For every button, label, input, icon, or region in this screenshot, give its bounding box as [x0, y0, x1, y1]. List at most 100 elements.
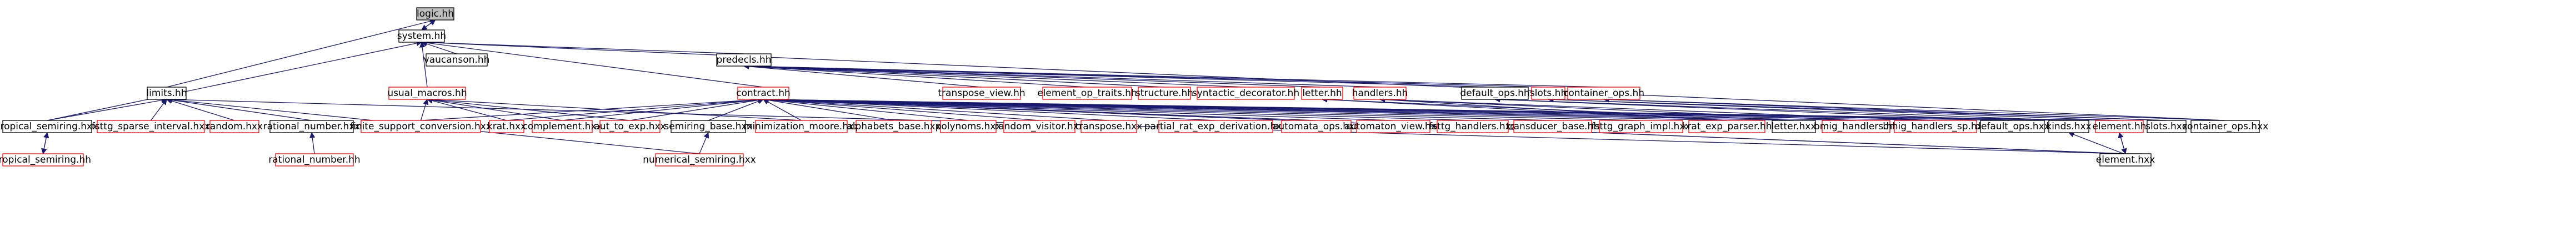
node-krat-exp-parser-hh[interactable]: krat_exp_parser.hh: [1682, 120, 1772, 133]
node-contract-hh[interactable]: contract.hh: [736, 87, 791, 100]
node-automata-ops-hxx[interactable]: automata_ops.hxx: [1273, 120, 1360, 133]
node-box[interactable]: [2095, 120, 2144, 133]
node-default-ops-hxx[interactable]: default_ops.hxx: [1975, 120, 2050, 133]
node-box[interactable]: [426, 53, 488, 67]
node-box[interactable]: [361, 120, 481, 133]
node-box[interactable]: [2, 153, 84, 167]
node-element-hh[interactable]: element.hh: [2092, 120, 2147, 133]
node-box[interactable]: [856, 120, 932, 133]
node-slots-hh[interactable]: slots.hh: [1530, 87, 1567, 100]
node-aut-to-exp-hxx[interactable]: aut_to_exp.hxx: [594, 120, 666, 133]
node-transpose-view-hh[interactable]: transpose_view.hh: [938, 87, 1026, 100]
node-box[interactable]: [942, 87, 1021, 100]
node-box[interactable]: [599, 120, 661, 133]
node-box[interactable]: [737, 87, 789, 100]
node-numerical-semiring-hxx[interactable]: numerical_semiring.hxx: [643, 153, 756, 167]
node-finite-support-conversion-hxx[interactable]: finite_support_conversion.hxx: [350, 120, 492, 133]
node-box[interactable]: [1356, 120, 1430, 133]
node-random-visitor-hxx[interactable]: random_visitor.hxx: [994, 120, 1084, 133]
node-minimization-moore-hxx[interactable]: minimization_moore.hxx: [743, 120, 859, 133]
node-box[interactable]: [1138, 87, 1191, 100]
node-fsttg-graph-impl-hxx[interactable]: fsttg_graph_impl.hxx: [1592, 120, 1691, 133]
node-letter-hxx[interactable]: letter.hxx: [1772, 120, 1817, 133]
node-box[interactable]: [1353, 87, 1407, 100]
node-box[interactable]: [1531, 87, 1565, 100]
node-box[interactable]: [1772, 120, 1816, 133]
node-box[interactable]: [147, 87, 187, 100]
node-alphabets-base-hxx[interactable]: alphabets_base.hxx: [847, 120, 941, 133]
node-predecls-hh[interactable]: predecls.hh: [716, 53, 772, 67]
node-limits-hh[interactable]: limits.hh: [146, 87, 187, 100]
node-container-ops-hh[interactable]: container_ops.hh: [1563, 87, 1644, 100]
node-box[interactable]: [1281, 120, 1352, 133]
node-rational-number-hxx[interactable]: rational_number.hxx: [263, 120, 361, 133]
node-handlers-hh[interactable]: handlers.hh: [1352, 87, 1408, 100]
node-element-hxx[interactable]: element.hxx: [2096, 153, 2155, 167]
node-box[interactable]: [489, 120, 524, 133]
node-kinds-hxx[interactable]: kinds.hxx: [2046, 120, 2092, 133]
node-box[interactable]: [2190, 120, 2260, 133]
node-box[interactable]: [1003, 120, 1076, 133]
node-system-hh[interactable]: system.hh: [397, 29, 446, 43]
node-box[interactable]: [2147, 120, 2187, 133]
node-transducer-base-hh[interactable]: transducer_base.hh: [1506, 120, 1599, 133]
node-bmig-handlers-hh[interactable]: bmig_handlers.hh: [1814, 120, 1898, 133]
node-box[interactable]: [2, 120, 92, 133]
node-box[interactable]: [388, 87, 466, 100]
node-partial-rat-exp-derivation-hxx[interactable]: partial_rat_exp_derivation.hxx: [1144, 120, 1288, 133]
node-box[interactable]: [97, 120, 205, 133]
node-box[interactable]: [1980, 120, 2045, 133]
node-slots-hxx[interactable]: slots.hxx: [2145, 120, 2188, 133]
node-box[interactable]: [398, 29, 445, 43]
node-element-op-traits-hh[interactable]: element_op_traits.hh: [1037, 87, 1137, 100]
node-box[interactable]: [275, 153, 354, 167]
node-syntactic-decorator-hh[interactable]: syntactic_decorator.hh: [1192, 87, 1299, 100]
node-box[interactable]: [1513, 120, 1592, 133]
node-box[interactable]: [1437, 120, 1509, 133]
node-letter-hh[interactable]: letter.hh: [1301, 87, 1343, 100]
node-box[interactable]: [2099, 153, 2152, 167]
node-box[interactable]: [940, 120, 997, 133]
node-default-ops-hh[interactable]: default_ops.hh: [1460, 87, 1530, 100]
node-box[interactable]: [1158, 120, 1273, 133]
node-logic-hh[interactable]: logic.hh: [416, 7, 454, 21]
node-automaton-view-hxx[interactable]: automaton_view.hxx: [1344, 120, 1442, 133]
node-box[interactable]: [416, 7, 454, 21]
node-fsttg-sparse-interval-hxx[interactable]: fsttg_sparse_interval.hxx: [92, 120, 210, 133]
node-random-hxx[interactable]: random.hxx: [206, 120, 263, 133]
node-box[interactable]: [716, 53, 772, 67]
node-transpose-hxx[interactable]: transpose.hxx: [1076, 120, 1143, 133]
node-box[interactable]: [1599, 120, 1683, 133]
node-box[interactable]: [2048, 120, 2089, 133]
node-rational-number-hh[interactable]: rational_number.hh: [268, 153, 361, 167]
node-box[interactable]: [655, 153, 744, 167]
node-box[interactable]: [1301, 87, 1343, 100]
node-krat-hxx[interactable]: krat.hxx: [487, 120, 526, 133]
node-box[interactable]: [209, 120, 259, 133]
node-box[interactable]: [1688, 120, 1765, 133]
node-box[interactable]: [1567, 87, 1640, 100]
node-box[interactable]: [1081, 120, 1137, 133]
node-semiring-base-hxx[interactable]: semiring_base.hxx: [664, 120, 753, 133]
node-vaucanson-hh[interactable]: vaucanson.hh: [424, 53, 490, 67]
node-tropical-semiring-hh[interactable]: tropical_semiring.hh: [0, 153, 91, 167]
node-box[interactable]: [755, 120, 848, 133]
node-bmig-handlers-sp-hxx[interactable]: bmig_handlers_sp.hxx: [1883, 120, 1988, 133]
node-polynoms-hxx[interactable]: polynoms.hxx: [936, 120, 1002, 133]
node-box[interactable]: [269, 120, 354, 133]
edge-tropical-semiring-hxx-to-limits-hh: [47, 97, 168, 121]
node-complement-hxx[interactable]: complement.hxx: [522, 120, 602, 133]
node-box[interactable]: [1042, 87, 1132, 100]
edge-usual-macros-hh-to-system-hh: [419, 41, 428, 88]
node-box[interactable]: [1822, 120, 1890, 133]
node-box[interactable]: [1894, 120, 1977, 133]
node-usual-macros-hh[interactable]: usual_macros.hh: [387, 87, 467, 100]
node-fsttg-handlers-hxx[interactable]: fsttg_handlers.hxx: [1429, 120, 1517, 133]
node-box[interactable]: [532, 120, 593, 133]
node-box[interactable]: [671, 120, 746, 133]
node-container-ops-hxx[interactable]: container_ops.hxx: [2182, 120, 2268, 133]
node-box[interactable]: [1461, 87, 1529, 100]
node-structure-hh[interactable]: structure.hh: [1136, 87, 1193, 100]
node-tropical-semiring-hxx[interactable]: tropical_semiring.hxx: [0, 120, 98, 133]
node-box[interactable]: [1197, 87, 1295, 100]
